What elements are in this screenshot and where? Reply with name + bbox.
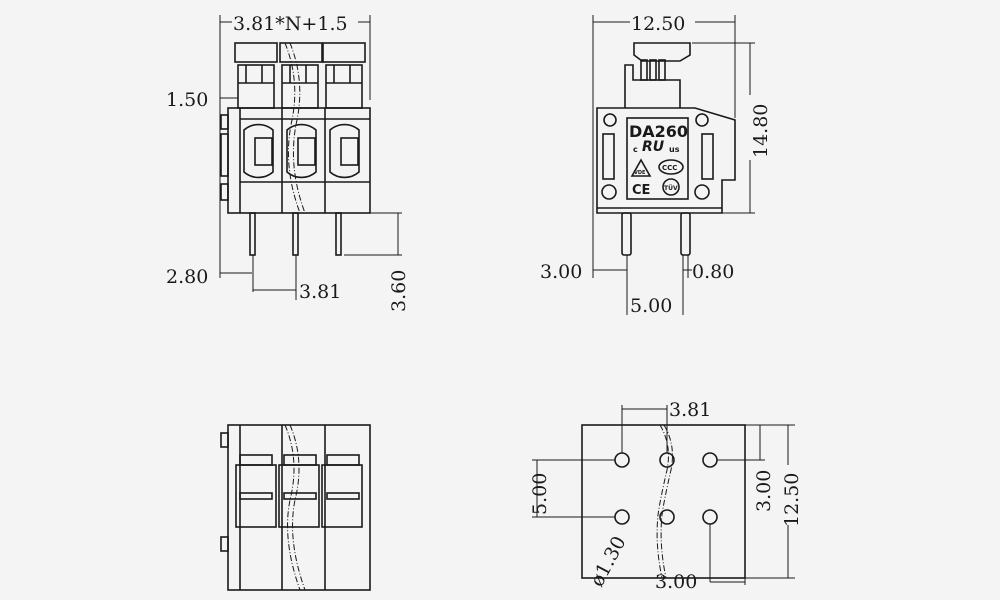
ce-mark: CE [632, 183, 650, 198]
dim-side-pin-offset: 3.00 [540, 261, 582, 283]
ccc-text: CCC [662, 164, 677, 172]
dim-depth: 12.50 [631, 13, 685, 35]
dim-edge-bottom: 3.00 [655, 571, 697, 593]
dim-pin-spacing: 5.00 [630, 295, 672, 317]
ul-us: us [669, 145, 680, 154]
dim-row-spacing: 5.00 [529, 473, 551, 515]
dim-pin-offset: 2.80 [166, 266, 208, 288]
tuv-text: TÜV [664, 185, 678, 192]
ccc-mark-icon [658, 159, 684, 175]
vde-text: VDE [634, 170, 646, 176]
top-view [220, 424, 371, 591]
side-view: DA260 c RU us VDE CCC CE TÜV 12.50 14.80… [540, 13, 772, 317]
dim-pitch: 3.81 [299, 281, 341, 303]
dim-footprint-depth: 12.50 [781, 473, 803, 527]
dim-hole-diameter: ø1.30 [586, 533, 631, 591]
certification-label [626, 117, 689, 200]
dim-edge-right: 3.00 [753, 470, 775, 512]
dim-cap-offset: 1.50 [166, 89, 208, 111]
dim-height: 14.80 [750, 104, 772, 158]
model-label: DA260 [629, 122, 688, 141]
front-view: 3.81*N+1.5 1.50 2.80 3.81 3.60 [166, 13, 410, 312]
ul-c: c [633, 145, 638, 154]
dim-footprint-pitch: 3.81 [669, 399, 711, 421]
pcb-footprint-view: 3.81 5.00 ø1.30 3.00 3.00 12.50 [529, 399, 803, 593]
ul-mark-icon: RU [642, 139, 665, 155]
vde-mark-icon [630, 158, 652, 177]
dim-pin-length: 3.60 [388, 270, 410, 312]
tuv-mark-icon [662, 178, 680, 196]
dim-width-formula: 3.81*N+1.5 [233, 13, 348, 35]
dim-pin-width: 0.80 [692, 261, 734, 283]
